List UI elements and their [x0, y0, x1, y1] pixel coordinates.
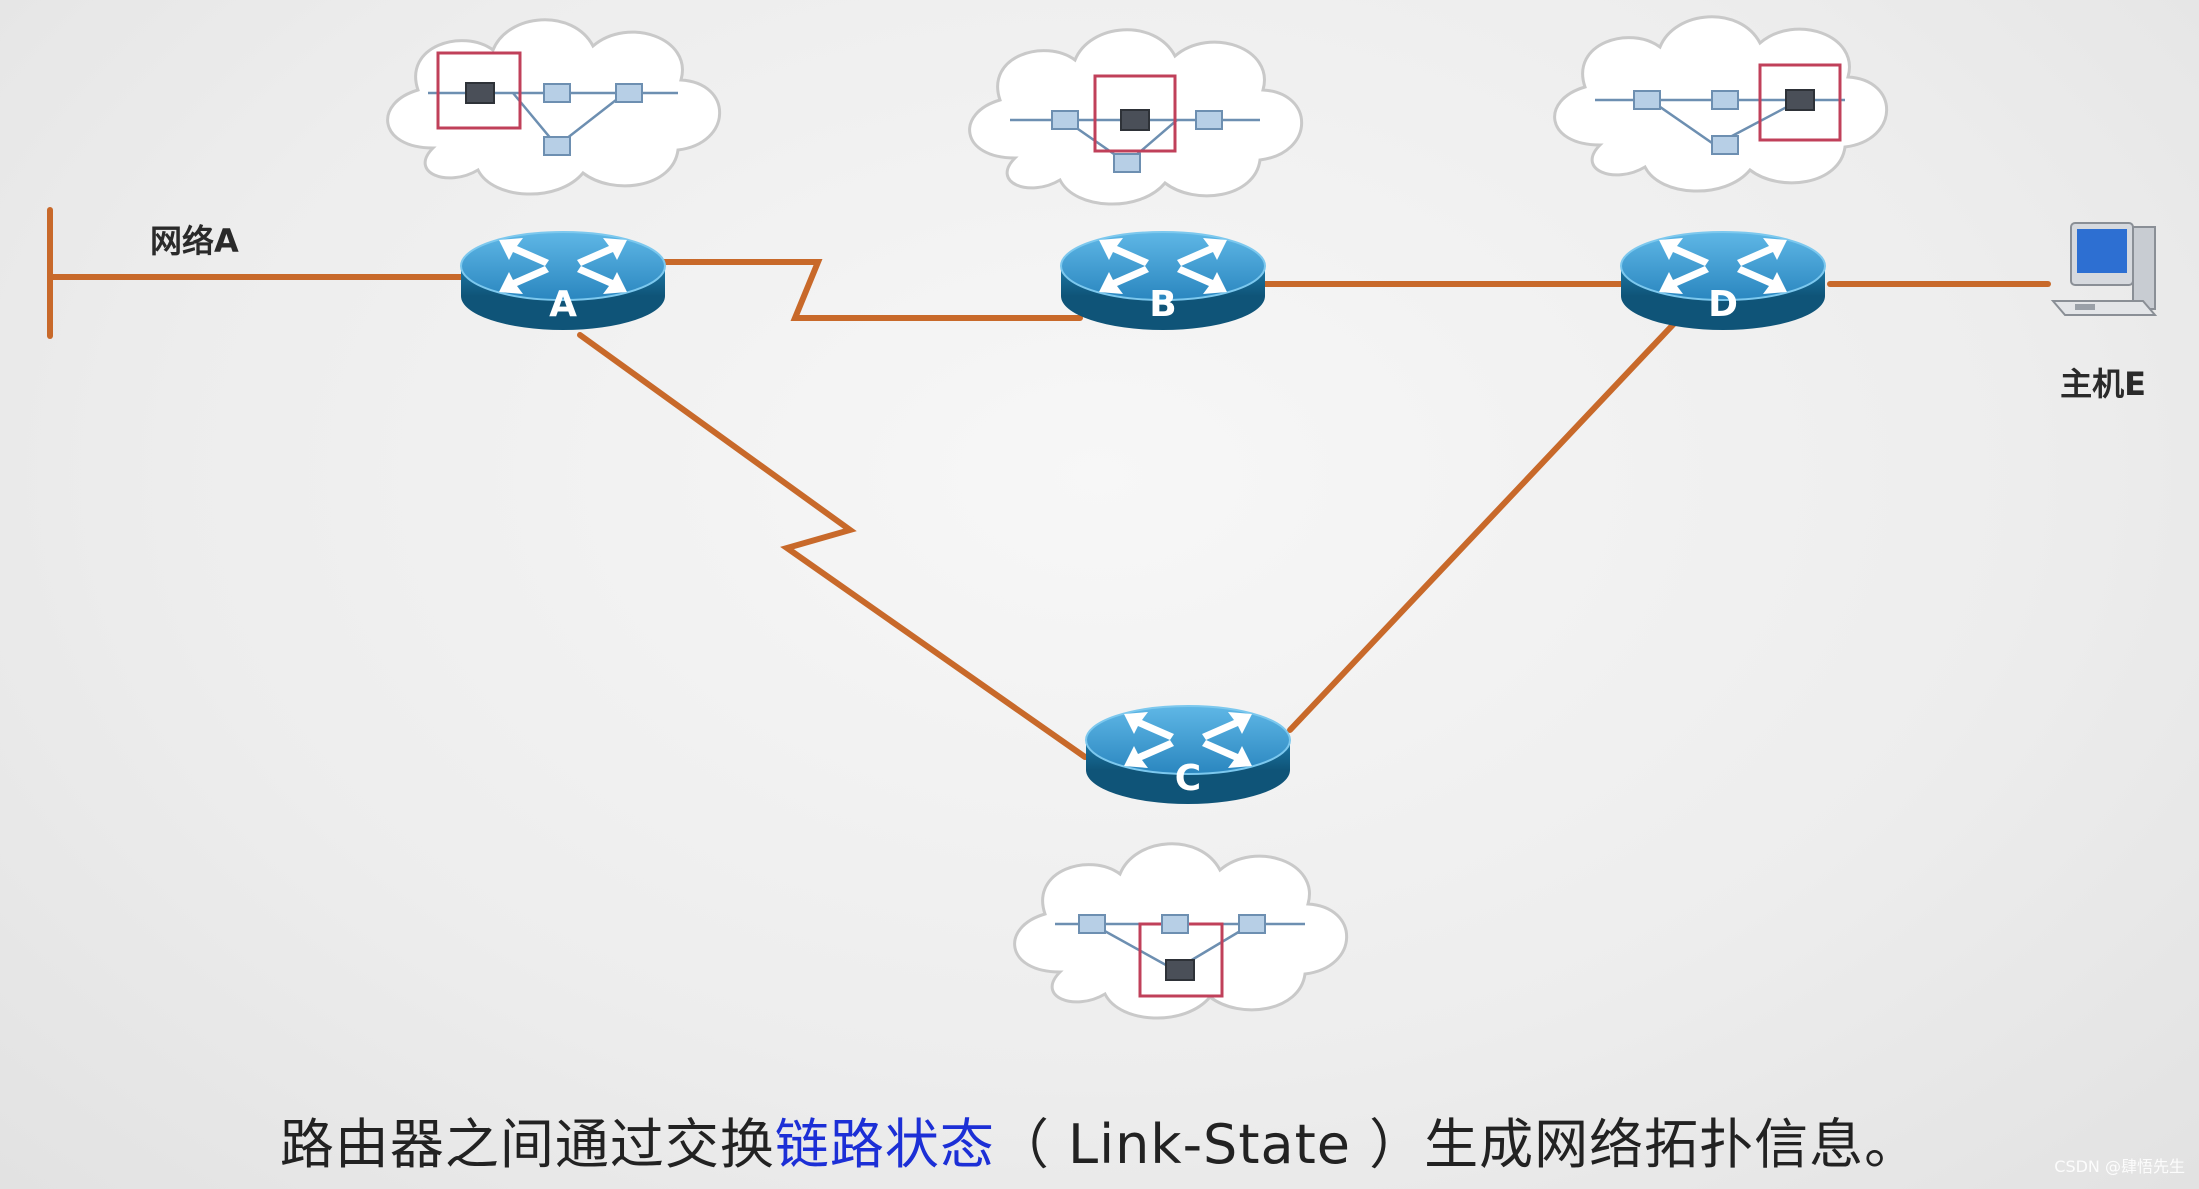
- router-d-label: D: [1708, 284, 1738, 325]
- cloud-router-c: [1013, 842, 1349, 1020]
- caption-highlight: 链路状态: [774, 1113, 995, 1176]
- caption-prefix: 路由器之间通过交换: [279, 1113, 775, 1176]
- router-b-label: B: [1149, 284, 1176, 325]
- host-e-computer-icon: [2050, 222, 2158, 316]
- network-a-label: 网络A: [150, 222, 239, 260]
- router-a-label: A: [549, 284, 577, 325]
- router-c: C: [1085, 705, 1291, 805]
- caption-suffix: （ Link-State ）生成网络拓扑信息。: [994, 1113, 1920, 1176]
- link-router-c-router-d: [1287, 309, 1688, 733]
- router-d: D: [1620, 231, 1826, 331]
- cloud-router-b: [968, 28, 1304, 206]
- link-router-a-router-b: [657, 259, 1083, 321]
- router-b: B: [1060, 231, 1266, 331]
- host-e-label: 主机E: [2060, 365, 2146, 403]
- caption: 路由器之间通过交换链路状态（ Link-State ）生成网络拓扑信息。: [0, 1100, 2199, 1179]
- cloud-router-d: [1553, 15, 1889, 193]
- router-a: A: [460, 231, 666, 331]
- router-c-label: C: [1175, 758, 1201, 799]
- watermark: CSDN @肆悟先生: [2054, 1157, 2185, 1176]
- link-router-a-router-c: [577, 332, 1088, 760]
- cloud-router-a: [386, 18, 722, 196]
